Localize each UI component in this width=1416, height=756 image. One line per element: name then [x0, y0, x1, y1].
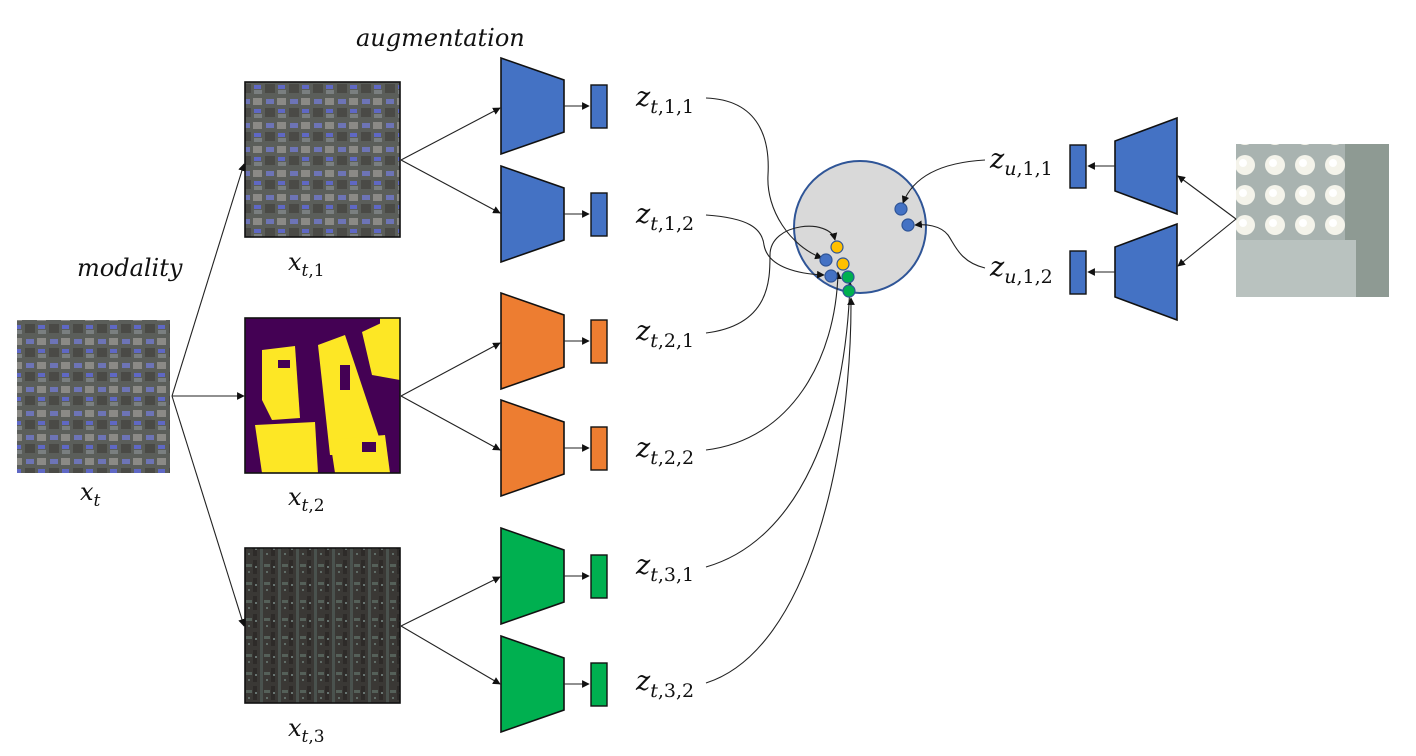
- connector-t-2-1: [705, 225, 838, 334]
- target-embedding-box-1: [1069, 144, 1087, 189]
- encoder-3-2: [500, 634, 565, 734]
- embedding-label-t-2-1: zt,2,1: [635, 316, 694, 352]
- connector-u-1-2: [914, 220, 986, 269]
- target-arrow-1: [1177, 175, 1237, 220]
- augmentation-label: augmentation: [356, 24, 525, 52]
- encoder-1-2: [500, 164, 565, 264]
- modality-image-3: [244, 547, 401, 704]
- embedding-box-1-2: [590, 192, 608, 237]
- embedding-point-z-u-1-2: [901, 218, 915, 232]
- connector-t-1-1: [705, 97, 823, 260]
- target-embedding-box-2: [1069, 250, 1087, 295]
- modality-label-2: xt,2: [288, 483, 325, 516]
- embedding-box-2-1: [590, 319, 608, 364]
- embedding-label-u-1-1: zu,1,1: [989, 144, 1053, 180]
- embedding-point-z-t-3-1: [841, 270, 855, 284]
- modality-arrow-3: [171, 395, 246, 627]
- input-image: [17, 320, 170, 473]
- embedding-box-3-1: [590, 554, 608, 599]
- modality-image-1: [244, 81, 401, 238]
- modality-image-2-segmentation: [244, 317, 401, 474]
- input-label: xt: [80, 478, 101, 511]
- embedding-box-3-2: [590, 662, 608, 707]
- embedding-label-t-3-1: zt,3,1: [635, 550, 694, 586]
- embedding-label-t-2-2: zt,2,2: [635, 433, 694, 469]
- connector-t-1-2: [705, 214, 825, 279]
- embedding-point-z-t-2-1: [830, 240, 844, 254]
- embedding-box-2-2: [590, 426, 608, 471]
- embedding-point-z-t-1-1: [819, 253, 833, 267]
- modality-label-1: xt,1: [288, 248, 325, 281]
- modality-label-3: xt,3: [288, 714, 325, 747]
- augmentation-arrow-2-1: [400, 342, 501, 397]
- embedding-point-z-t-2-2: [836, 257, 850, 271]
- embedding-label-t-3-2: zt,3,2: [635, 666, 694, 702]
- encoder-3-1: [500, 526, 565, 626]
- augmentation-arrow-3-1: [400, 576, 501, 627]
- target-image: [1236, 144, 1389, 297]
- augmentation-arrow-3-2: [400, 625, 501, 685]
- target-arrow-2: [1177, 218, 1237, 267]
- encoder-1-1: [500, 56, 565, 156]
- modality-label: modality: [77, 254, 183, 282]
- augmentation-arrow-1-2: [400, 159, 501, 214]
- target-encoder-2: [1114, 222, 1178, 322]
- embedding-point-z-u-1-1: [894, 202, 908, 216]
- encoder-2-1: [500, 291, 565, 391]
- embedding-label-t-1-2: zt,1,2: [635, 199, 694, 235]
- augmentation-arrow-1-1: [400, 107, 501, 161]
- target-encoder-1: [1114, 116, 1178, 216]
- connector-t-3-1: [705, 281, 854, 568]
- connector-u-1-1: [901, 159, 986, 204]
- embedding-label-u-1-2: zu,1,2: [989, 252, 1053, 288]
- embedding-point-z-t-3-2: [842, 284, 856, 298]
- connector-t-2-2: [705, 271, 842, 451]
- modality-arrow-1: [171, 163, 246, 397]
- connector-t-3-2: [705, 297, 855, 684]
- embedding-label-t-1-1: zt,1,1: [635, 82, 694, 118]
- augmentation-arrow-2-2: [400, 395, 501, 451]
- encoder-2-2: [500, 398, 565, 498]
- embedding-box-1-1: [590, 84, 608, 129]
- embedding-point-z-t-1-2: [824, 269, 838, 283]
